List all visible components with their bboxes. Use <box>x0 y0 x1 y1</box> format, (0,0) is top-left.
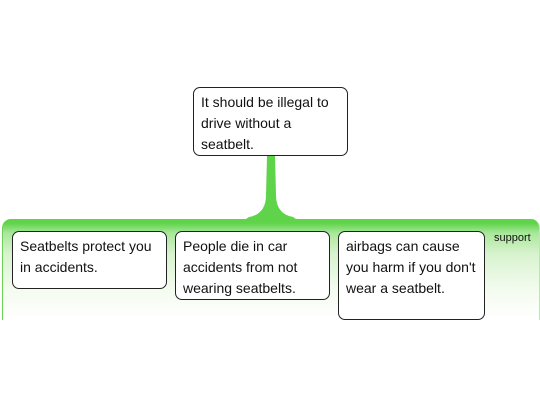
support-text-1: Seatbelts protect you in accidents. <box>20 238 152 275</box>
support-box-2[interactable]: People die in car accidents from not wea… <box>175 231 330 300</box>
support-text-2: People die in car accidents from not wea… <box>183 238 298 296</box>
main-claim-box[interactable]: It should be illegal to drive without a … <box>193 87 348 156</box>
main-claim-text: It should be illegal to drive without a … <box>201 94 329 152</box>
support-group-label: support <box>494 232 531 244</box>
support-box-1[interactable]: Seatbelts protect you in accidents. <box>12 231 167 289</box>
support-box-3[interactable]: airbags can cause you harm if you don't … <box>338 231 485 320</box>
support-text-3: airbags can cause you harm if you don't … <box>346 238 476 296</box>
